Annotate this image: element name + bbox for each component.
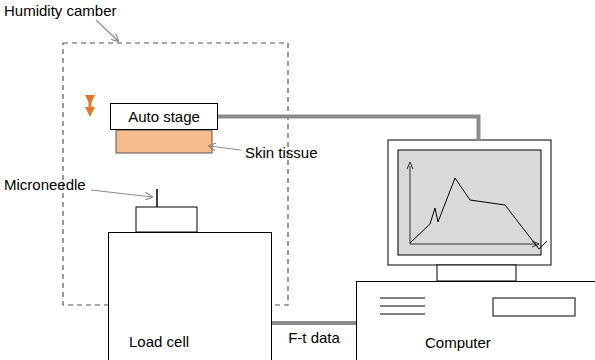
chamber-label: Humidity camber — [4, 2, 117, 20]
force-curve — [410, 178, 547, 249]
load-cell-box: Load cell — [108, 232, 272, 360]
computer-box: Computer — [356, 140, 595, 360]
needle-label: Microneedle — [4, 176, 86, 194]
microneedle — [156, 189, 158, 207]
motion-arrow — [89, 100, 92, 112]
connector-line — [218, 117, 479, 141]
leader-line — [91, 190, 152, 197]
monitor — [388, 140, 551, 265]
drive-slot — [380, 298, 425, 299]
drive-slot — [380, 314, 425, 315]
needle-holder — [136, 207, 197, 232]
node-text: Computer — [425, 334, 491, 352]
drive-bay — [493, 298, 575, 316]
stage-box: Auto stage — [110, 103, 218, 130]
chart-axis — [410, 166, 411, 244]
drive-slot — [380, 306, 425, 307]
leader-line — [96, 20, 118, 41]
node-text: Load cell — [129, 333, 189, 351]
tissue-label: Skin tissue — [245, 144, 318, 162]
edge-label: F-t data — [288, 329, 340, 347]
skin-tissue — [116, 130, 212, 153]
leader-line — [209, 146, 241, 150]
node-text: Auto stage — [128, 108, 200, 126]
chart-axis — [410, 244, 536, 245]
chart-axis — [407, 162, 413, 169]
screen — [398, 150, 541, 255]
connector-line — [272, 321, 356, 325]
monitor-stand — [437, 265, 516, 281]
